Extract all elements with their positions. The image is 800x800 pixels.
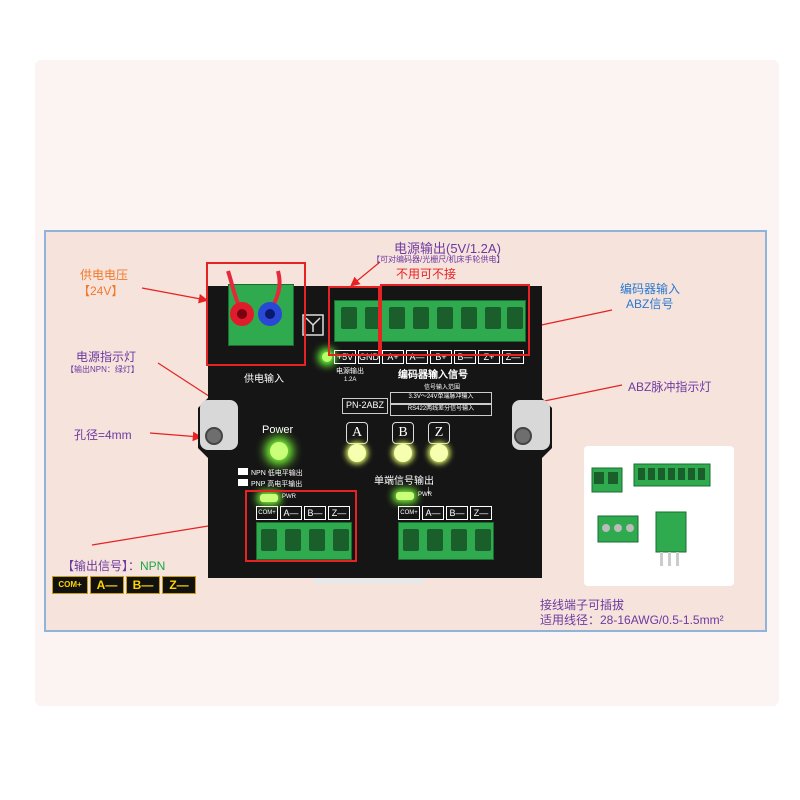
power-output-title: 电源输出(5V/1.2A) xyxy=(394,241,501,256)
power-label: Power xyxy=(262,424,294,436)
power-out-label: 电源输出 xyxy=(336,368,364,375)
right-output-pin-labels: COM+ A— B— Z— xyxy=(398,506,494,520)
terminal-blocks-illustration xyxy=(591,463,711,566)
hole-diameter-label: 孔径=4mm xyxy=(74,428,132,442)
supply-voltage-value: 【24V】 xyxy=(78,284,124,298)
pin-label-5v: +5V xyxy=(334,350,356,364)
highlight-output xyxy=(245,490,357,562)
right-pin-a: A— xyxy=(422,506,444,520)
single-output-label: 单端信号输出 xyxy=(374,476,434,487)
right-pin-b: B— xyxy=(446,506,468,520)
supply-input-label: 供电输入 xyxy=(244,374,284,385)
pin-label-b-minus: B— xyxy=(454,350,476,364)
output-signal-label: 【输出信号】：NPN xyxy=(62,559,166,573)
led-b xyxy=(394,444,412,462)
abz-label-z: Z xyxy=(428,422,450,444)
signal-range-title: 信号输入范围 xyxy=(423,385,460,391)
left-output-pin-labels: COM+ A— B— Z— xyxy=(256,506,352,520)
left-pin-z: Z— xyxy=(328,506,350,520)
terminal-pluggable-label: 接线端子可插拔 xyxy=(540,598,625,612)
output-pwr-tag-left: PWR xyxy=(282,494,296,500)
device-body xyxy=(198,286,552,584)
left-output-terminal-block[interactable] xyxy=(256,522,352,560)
supply-voltage-label: 供电电压 xyxy=(80,268,129,282)
arrow-encoder xyxy=(529,309,613,331)
npn-note: NPN 低电平输出 xyxy=(238,468,303,478)
supply-wires xyxy=(226,270,282,326)
power-indicator-note: 【输出NPN：绿灯】 xyxy=(66,365,139,374)
pin-label-a-plus: A+ xyxy=(382,350,404,364)
power-led xyxy=(270,442,288,460)
highlight-supply xyxy=(206,262,306,366)
signal-range-2: RS422两线差分信号输入 xyxy=(390,404,492,416)
down-arrow-icon: ↓ xyxy=(426,484,432,496)
output-pin-legend: COM+ A— B— Z— xyxy=(52,576,198,594)
highlight-power-output xyxy=(328,286,380,356)
abz-pulse-light-label: ABZ脉冲指示灯 xyxy=(628,380,712,394)
brand-logo-icon xyxy=(302,314,324,336)
input-pin-labels: +5V GND A+ A— B+ B— Z+ Z— xyxy=(334,350,526,366)
encoder-input-label: 编码器输入 xyxy=(620,282,681,296)
model-label: PN-2ABZ xyxy=(342,398,388,414)
output-pwr-tag-right: PWR xyxy=(418,492,432,498)
power-out-sub: 1.2A xyxy=(344,377,357,383)
led-z xyxy=(430,444,448,462)
left-pin-com: COM+ xyxy=(256,506,278,520)
right-pin-com: COM+ xyxy=(398,506,420,520)
encoder-signal-label: 编码器输入信号 xyxy=(398,370,468,381)
unused-note: 不用可不接 xyxy=(396,267,457,281)
highlight-encoder-input xyxy=(380,284,530,356)
wire-gauge-label: 适用线径：28-16AWG/0.5-1.5mm² xyxy=(540,613,724,627)
abz-label-b: B xyxy=(392,422,414,444)
encoder-converter-device: 供电输入 +5V GND A+ A— B+ B— Z+ Z— 电源输出 1.2A… xyxy=(198,270,552,584)
led-a xyxy=(348,444,366,462)
left-pin-b: B— xyxy=(304,506,326,520)
pin-label-gnd: GND xyxy=(358,350,380,364)
output-signal-value: NPN xyxy=(140,559,166,573)
output-pwr-led-left xyxy=(260,494,278,502)
legend-pin-com: COM+ xyxy=(52,576,88,594)
pnp-note: PNP 高电平输出 xyxy=(238,479,302,489)
output-pwr-led-right xyxy=(396,492,414,500)
encoder-input-sub: ABZ信号 xyxy=(626,297,674,311)
signal-range-1: 3.3V～24V单端脉冲输入 xyxy=(390,392,492,404)
encoder-input-terminal-block[interactable] xyxy=(334,300,526,342)
arrow-power-output xyxy=(350,261,381,287)
pin-label-z-plus: Z+ xyxy=(478,350,500,364)
power-output-led xyxy=(322,352,332,362)
pin-label-z-minus: Z— xyxy=(502,350,524,364)
power-output-note: 【可对编码器/光栅尺/机床手轮供电】 xyxy=(372,255,505,264)
right-output-terminal-block[interactable] xyxy=(398,522,494,560)
legend-pin-b: B— xyxy=(126,576,160,594)
left-pin-a: A— xyxy=(280,506,302,520)
power-indicator-label: 电源指示灯 xyxy=(76,350,137,364)
right-pin-z: Z— xyxy=(470,506,492,520)
legend-pin-a: A— xyxy=(90,576,124,594)
pin-label-b-plus: B+ xyxy=(430,350,452,364)
arrow-hole xyxy=(149,431,203,442)
pin-label-a-minus: A— xyxy=(406,350,428,364)
arrow-supply xyxy=(141,287,209,304)
legend-pin-z: Z— xyxy=(162,576,196,594)
abz-label-a: A xyxy=(346,422,368,444)
terminal-blocks-photo xyxy=(584,446,734,586)
